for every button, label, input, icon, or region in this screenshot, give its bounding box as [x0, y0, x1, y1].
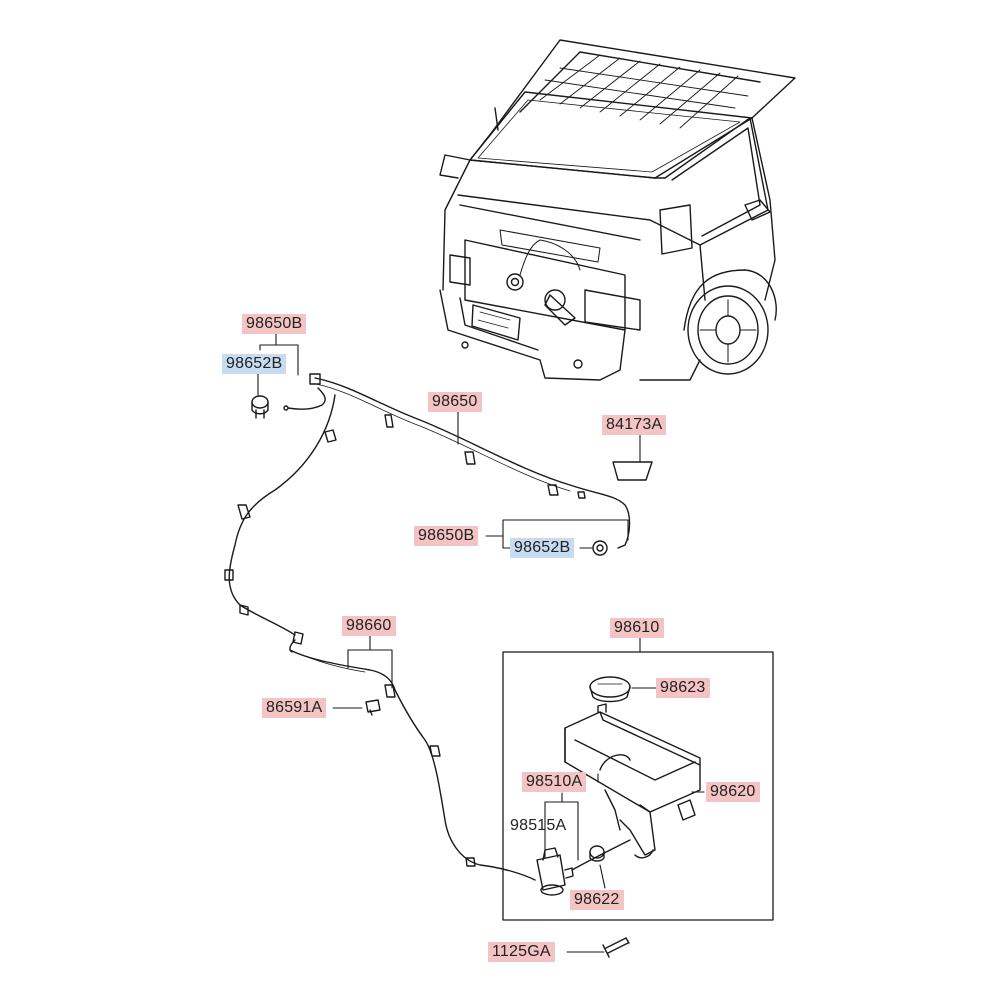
reservoir-98620: [564, 703, 701, 859]
label-98515A[interactable]: 98515A: [510, 817, 567, 834]
nozzle-98652B-left: [251, 395, 289, 419]
label-98650[interactable]: 98650: [428, 392, 482, 412]
label-98610[interactable]: 98610: [610, 618, 664, 638]
hose-assembly-98660: [289, 649, 536, 881]
label-98660[interactable]: 98660: [342, 616, 396, 636]
label-84173A[interactable]: 84173A: [602, 415, 667, 435]
screw-86591A: [365, 699, 381, 716]
label-98652B-mid[interactable]: 98652B: [510, 538, 575, 558]
label-98620[interactable]: 98620: [706, 782, 760, 802]
vehicle-illustration: [439, 39, 796, 381]
hose-assembly-98650: [224, 373, 631, 653]
reservoir-box: [502, 651, 774, 921]
label-98623[interactable]: 98623: [656, 678, 710, 698]
pad-84173A: [612, 461, 653, 481]
label-98652B-top[interactable]: 98652B: [222, 354, 287, 374]
label-98622[interactable]: 98622: [570, 890, 624, 910]
grommet-98622: [589, 845, 605, 862]
bolt-1125GA: [602, 937, 630, 958]
label-86591A[interactable]: 86591A: [262, 698, 327, 718]
label-98650B-mid[interactable]: 98650B: [414, 526, 479, 546]
pump-98510A: [536, 839, 631, 896]
label-98650B-top[interactable]: 98650B: [242, 314, 307, 334]
leader-lines: [257, 331, 705, 953]
cap-98623: [589, 676, 631, 703]
nozzle-98652B-right: [592, 540, 608, 556]
label-1125GA[interactable]: 1125GA: [488, 942, 555, 962]
label-98510A[interactable]: 98510A: [522, 772, 587, 792]
